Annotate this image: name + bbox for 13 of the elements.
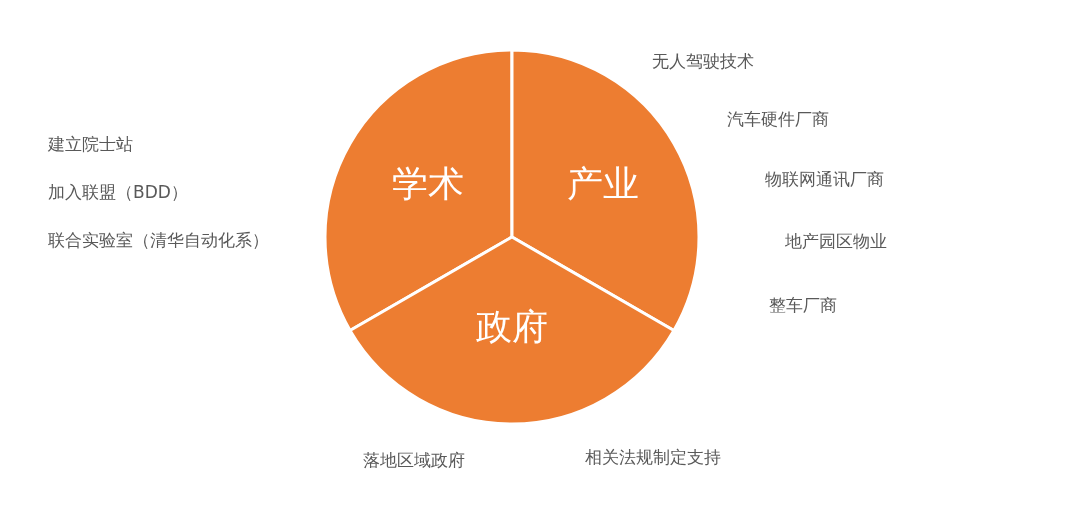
item-text: 建立院士站 bbox=[48, 136, 133, 153]
item-text: 整车厂商 bbox=[769, 297, 837, 314]
item-text: 地产园区物业 bbox=[785, 233, 887, 250]
item-text: 联合实验室（清华自动化系） bbox=[48, 232, 269, 249]
item-text: 无人驾驶技术 bbox=[652, 53, 754, 70]
sector-label: 政府 bbox=[476, 309, 548, 345]
item-text: 加入联盟（BDD） bbox=[48, 184, 188, 201]
item-text: 汽车硬件厂商 bbox=[727, 111, 829, 128]
sector-label: 学术 bbox=[392, 166, 464, 202]
item-text: 相关法规制定支持 bbox=[585, 449, 721, 466]
item-text: 物联网通讯厂商 bbox=[765, 171, 884, 188]
item-text: 落地区域政府 bbox=[363, 452, 465, 469]
sector-label: 产业 bbox=[567, 166, 639, 202]
